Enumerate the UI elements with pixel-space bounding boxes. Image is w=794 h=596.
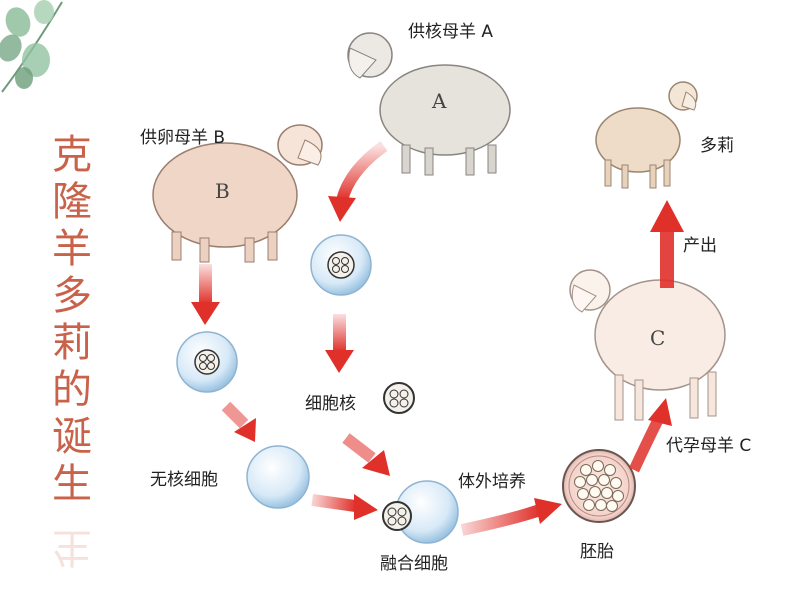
label-donor-b: 供卵母羊 B	[140, 128, 226, 148]
leaf-sprig-icon	[0, 0, 63, 93]
label-enucleated-cell: 无核细胞	[150, 470, 218, 490]
sheep-c-letter: C	[650, 326, 665, 350]
arrow-fused-to-embryo	[460, 498, 562, 536]
nucleus-icon	[327, 251, 355, 279]
label-surrogate-c: 代孕母羊 C	[666, 436, 752, 456]
side-title-char: 隆	[52, 179, 92, 225]
label-fused-cell: 融合细胞	[380, 554, 448, 574]
body-cell-a	[310, 234, 372, 296]
embryo-icon	[562, 449, 636, 523]
sheep-c: C	[569, 269, 726, 421]
nucleus-icon	[194, 349, 220, 375]
arrow-egg-to-enucleated	[221, 401, 256, 442]
sheep-b-letter: B	[215, 179, 230, 203]
label-culture: 体外培养	[458, 472, 526, 492]
side-title-char: 羊	[52, 226, 92, 272]
arrow-a-to-cell	[328, 141, 388, 222]
side-title: 克 隆 羊 多 莉 的 诞 生	[48, 132, 96, 508]
sheep-a-letter: A	[431, 89, 447, 113]
arrow-cell-to-nucleus	[325, 314, 354, 373]
side-title-char: 诞	[52, 414, 92, 460]
label-donor-a: 供核母羊 A	[408, 22, 494, 42]
side-title-char: 生	[52, 461, 92, 507]
arrow-embryo-to-c	[629, 398, 672, 473]
nucleus-icon	[383, 382, 415, 414]
arrow-c-to-dolly	[650, 200, 684, 288]
arrow-b-to-egg	[191, 264, 220, 325]
label-birth: 产出	[683, 236, 717, 256]
nucleus-icon	[382, 501, 412, 531]
side-title-reflection: 生	[52, 530, 92, 570]
fused-cell	[382, 480, 459, 544]
isolated-nucleus	[383, 382, 415, 414]
egg-cell-b	[176, 331, 238, 393]
side-title-char: 克	[52, 132, 92, 178]
sheep-a: A	[347, 32, 511, 176]
dolly-sheep	[595, 81, 698, 189]
label-embryo: 胚胎	[580, 542, 614, 562]
arrow-enucleated-to-fused	[311, 493, 378, 520]
arrow-nucleus-to-fused	[342, 433, 390, 476]
side-title-char: 莉	[52, 320, 92, 366]
side-title-char: 的	[52, 367, 92, 413]
sheep-b: B	[152, 124, 323, 263]
label-dolly: 多莉	[700, 136, 734, 156]
side-title-char: 多	[52, 273, 92, 319]
enucleated-cell	[246, 445, 310, 509]
label-nucleus: 细胞核	[305, 394, 356, 414]
